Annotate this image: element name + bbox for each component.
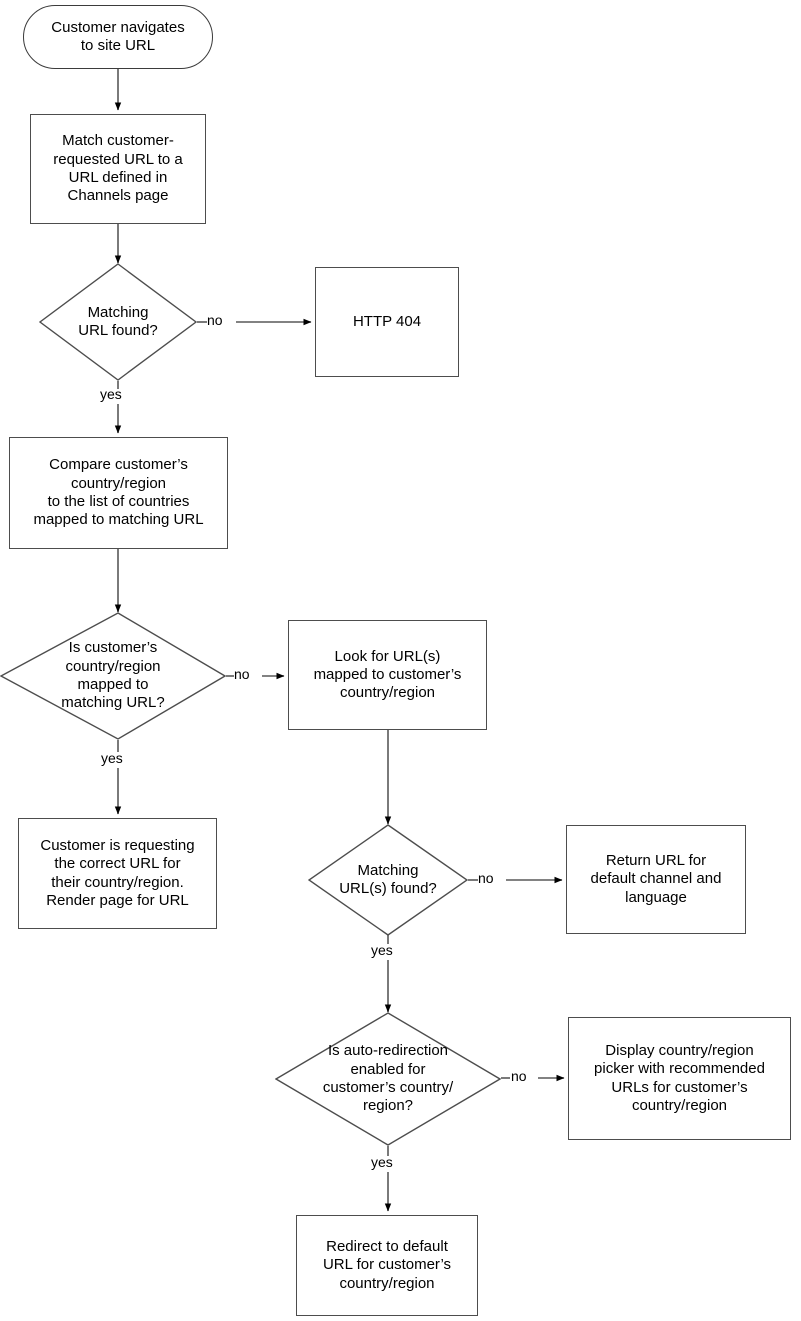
node-redirect-default[interactable]: Redirect to default URL for customer’s c… bbox=[296, 1215, 478, 1316]
node-compare-country[interactable]: Compare customer’s country/region to the… bbox=[9, 437, 228, 549]
node-http-404-label: HTTP 404 bbox=[352, 312, 422, 330]
node-is-country-mapped-label: Is customer’s country/region mapped to m… bbox=[61, 639, 165, 712]
node-matching-urls-found[interactable]: Matching URL(s) found? bbox=[308, 824, 468, 936]
node-http-404[interactable]: HTTP 404 bbox=[315, 267, 459, 377]
node-display-picker[interactable]: Display country/region picker with recom… bbox=[568, 1017, 791, 1140]
node-start-label: Customer navigates to site URL bbox=[51, 18, 185, 54]
node-look-for-urls[interactable]: Look for URL(s) mapped to customer’s cou… bbox=[288, 620, 487, 730]
node-compare-country-label: Compare customer’s country/region to the… bbox=[33, 456, 204, 529]
diamond-shape bbox=[308, 824, 468, 936]
node-match-url-label: Match customer- requested URL to a URL d… bbox=[53, 132, 183, 205]
edge-label-no-2: no bbox=[234, 666, 250, 682]
node-look-for-urls-label: Look for URL(s) mapped to customer’s cou… bbox=[313, 647, 462, 702]
edge-label-yes-2: yes bbox=[101, 750, 123, 766]
edge-label-no-4: no bbox=[511, 1068, 527, 1084]
node-matching-urls-found-label: Matching URL(s) found? bbox=[339, 861, 437, 897]
node-return-default[interactable]: Return URL for default channel and langu… bbox=[566, 825, 746, 934]
edge-label-yes-4: yes bbox=[371, 1154, 393, 1170]
node-is-country-mapped[interactable]: Is customer’s country/region mapped to m… bbox=[0, 612, 226, 740]
node-matching-url-found[interactable]: Matching URL found? bbox=[39, 263, 197, 381]
node-match-url[interactable]: Match customer- requested URL to a URL d… bbox=[30, 114, 206, 224]
node-matching-url-found-label: Matching URL found? bbox=[78, 303, 158, 339]
node-redirect-default-label: Redirect to default URL for customer’s c… bbox=[322, 1238, 452, 1292]
edge-label-no-3: no bbox=[478, 870, 494, 886]
node-correct-url-label: Customer is requesting the correct URL f… bbox=[40, 836, 195, 909]
node-return-default-label: Return URL for default channel and langu… bbox=[590, 852, 722, 906]
node-auto-redirect-enabled[interactable]: Is auto-redirection enabled for customer… bbox=[275, 1012, 501, 1146]
node-start[interactable]: Customer navigates to site URL bbox=[23, 5, 213, 69]
edge-label-yes-1: yes bbox=[100, 386, 122, 402]
node-correct-url[interactable]: Customer is requesting the correct URL f… bbox=[18, 818, 217, 929]
node-auto-redirect-enabled-label: Is auto-redirection enabled for customer… bbox=[322, 1042, 454, 1115]
node-display-picker-label: Display country/region picker with recom… bbox=[594, 1041, 765, 1114]
edge-label-no-1: no bbox=[207, 312, 223, 328]
diamond-shape bbox=[275, 1012, 501, 1146]
diamond-shape bbox=[39, 263, 197, 381]
edge-label-yes-3: yes bbox=[371, 942, 393, 958]
diamond-shape bbox=[0, 612, 226, 740]
